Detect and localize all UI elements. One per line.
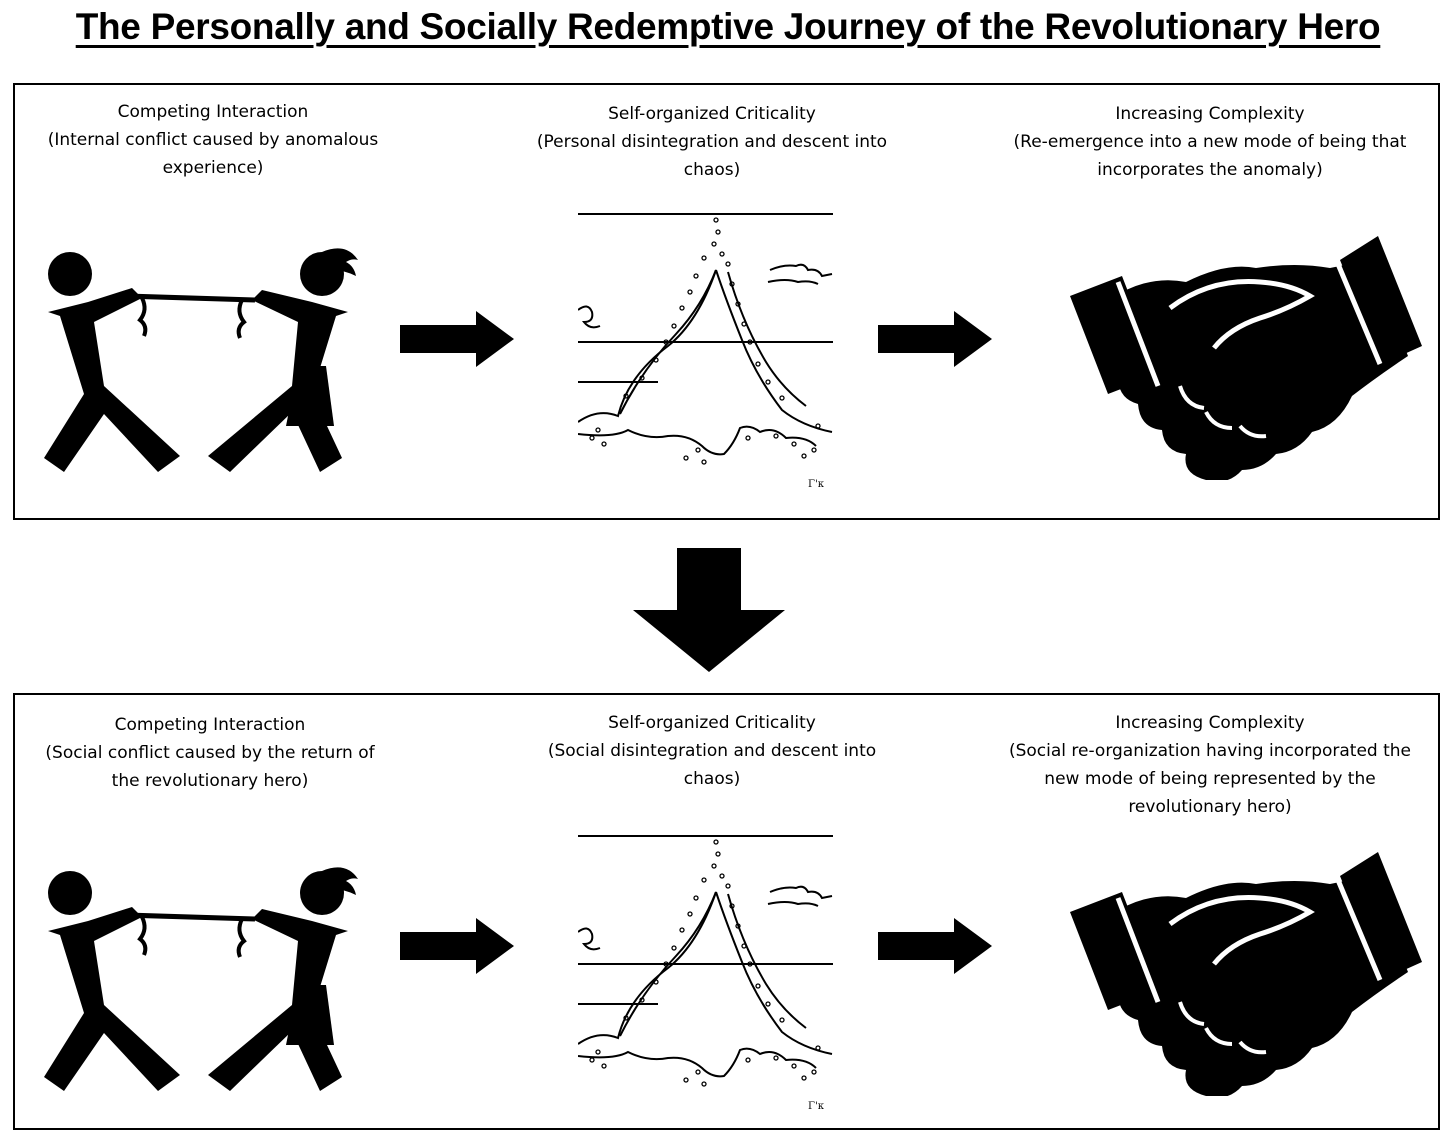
stage-heading: Self-organized Criticality [608,713,816,733]
stage-heading: Competing Interaction [117,102,309,122]
stage-self-organized-criticality: Self-organized Criticality (Personal dis… [532,100,892,184]
handshake-icon [1030,236,1430,480]
page-title: The Personally and Socially Redemptive J… [75,6,1381,47]
stage-self-organized-criticality: Self-organized Criticality (Social disin… [530,709,894,793]
stage-heading: Competing Interaction [114,715,306,735]
right-arrow-icon [878,918,992,974]
tug-of-war-icon [30,855,375,1095]
stage-increasing-complexity: Increasing Complexity (Social re-organiz… [1008,709,1412,821]
stage-heading: Increasing Complexity [1115,104,1305,124]
right-arrow-icon [400,918,514,974]
sandpile-icon [578,213,834,491]
stage-description: (Social disintegration and descent into … [547,741,877,789]
stage-description: (Personal disintegration and descent int… [536,132,888,180]
stage-increasing-complexity: Increasing Complexity (Re-emergence into… [1010,100,1410,184]
personal-journey-panel [13,83,1440,520]
handshake-icon [1030,852,1430,1096]
stage-heading: Self-organized Criticality [608,104,816,124]
right-arrow-icon [878,311,992,367]
stage-heading: Increasing Complexity [1115,713,1305,733]
stage-description: (Social conflict caused by the return of… [45,743,375,791]
stage-competing-interaction: Competing Interaction (Social conflict c… [40,711,380,795]
sandpile-icon [578,835,834,1113]
stage-description: (Re-emergence into a new mode of being t… [1013,132,1407,180]
social-journey-panel [13,693,1440,1130]
right-arrow-icon [400,311,514,367]
tug-of-war-icon [30,236,375,476]
down-arrow-icon [633,548,785,672]
stage-description: (Social re-organization having incorpora… [1008,741,1412,817]
stage-competing-interaction: Competing Interaction (Internal conflict… [30,98,396,182]
stage-description: (Internal conflict caused by anomalous e… [47,130,379,178]
